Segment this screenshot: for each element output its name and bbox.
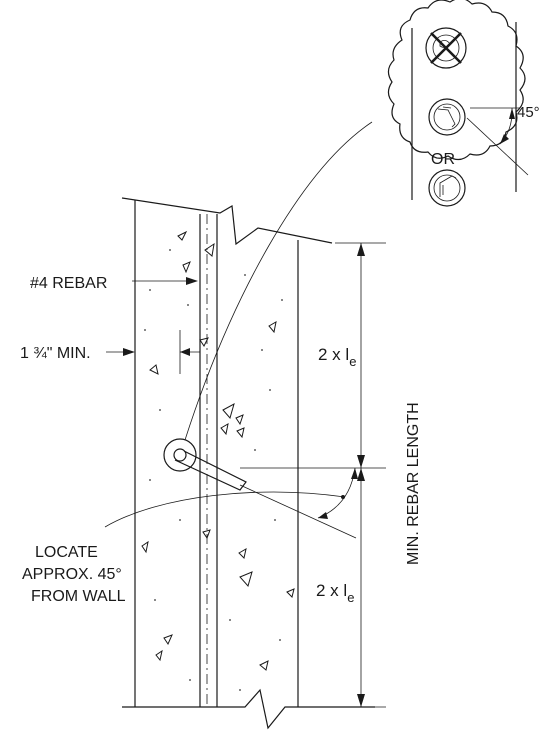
detail-bubble: OR 45°: [387, 0, 540, 207]
top-break-line: [121, 197, 333, 246]
dim-lower-label: 2 x le: [316, 581, 354, 605]
locate-label-1: LOCATE: [35, 544, 98, 561]
locate-leader: [104, 491, 346, 528]
prohibited-anchor-icon: [425, 27, 467, 69]
angled-anchor-icon: [428, 98, 466, 136]
bottom-break-line: [122, 688, 375, 730]
angled-anchor-alt-icon: [428, 169, 466, 207]
rebar-label: #4 REBAR: [30, 275, 107, 292]
rebar-end: [173, 448, 187, 462]
detail-leader: [184, 121, 373, 441]
detail-or-label: OR: [431, 151, 455, 168]
cover-label: 1 ¾" MIN.: [20, 345, 91, 362]
locate-label-2: APPROX. 45°: [22, 566, 122, 583]
detail-ref-diagonal: [466, 117, 529, 176]
dim-upper-label: 2 x le: [318, 345, 356, 369]
min-rebar-length-label: MIN. REBAR LENGTH: [405, 402, 422, 565]
angle-ref-line: [239, 484, 357, 539]
main-angle-arc: [317, 467, 358, 519]
concrete-aggregate: [141, 230, 295, 691]
locate-label-3: FROM WALL: [31, 588, 126, 605]
anchor-bolt: [163, 438, 357, 539]
wall-section: [121, 197, 375, 730]
dimensions: [240, 242, 386, 708]
anchor-hole: [163, 438, 197, 472]
detail-angle-label: 45°: [517, 104, 540, 121]
